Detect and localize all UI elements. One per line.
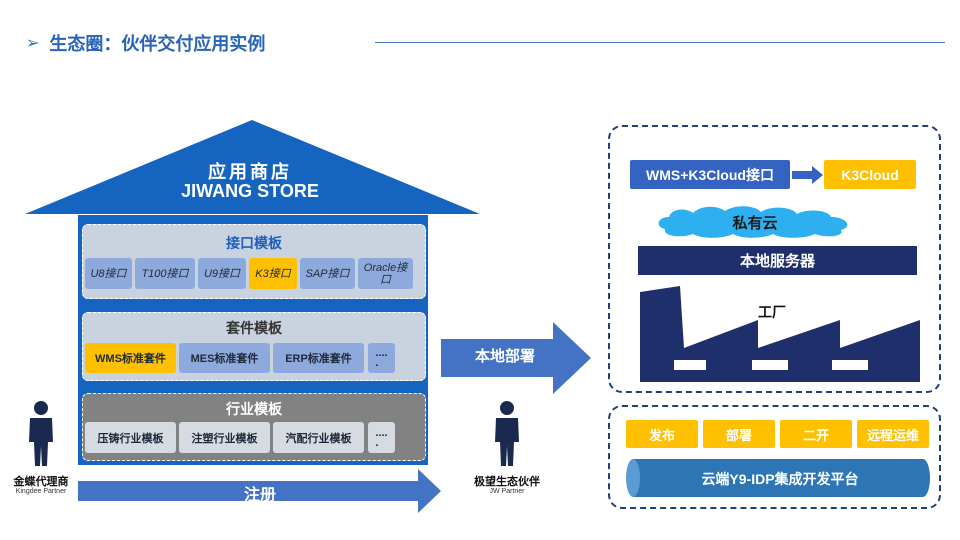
kingdee-partner-label: 金蝶代理商	[13, 476, 69, 488]
factory-label: 工厂	[758, 304, 786, 320]
local-server-box[interactable]: 本地服务器	[638, 246, 917, 275]
industry-chip-more[interactable]: .... .	[368, 422, 395, 453]
right-arrow-icon	[792, 166, 823, 184]
publish-button[interactable]: 发布	[626, 420, 698, 448]
interface-template-panel: 接口模板 U8接口 T100接口 U9接口 K3接口 SAP接口 Oracle接…	[82, 224, 426, 299]
suite-chip[interactable]: MES标准套件	[179, 343, 270, 373]
interface-chip[interactable]: Oracle接 口	[358, 258, 413, 289]
secondary-dev-button[interactable]: 二开	[780, 420, 852, 448]
platform-label: 云端Y9-IDP集成开发平台	[701, 471, 859, 487]
jw-partner-label: 极望生态伙伴	[474, 476, 540, 488]
industry-template-title: 行业模板	[226, 401, 282, 417]
deploy-button[interactable]: 部署	[703, 420, 775, 448]
suite-chip[interactable]: ERP标准套件	[273, 343, 364, 373]
jw-partner-person-icon	[495, 401, 519, 466]
register-arrow	[78, 469, 441, 513]
title-divider	[375, 42, 945, 43]
suite-chip-highlight[interactable]: WMS标准套件	[85, 343, 176, 373]
store-name-cn: 应用商店	[208, 162, 292, 182]
deploy-arrow	[441, 322, 591, 394]
kingdee-partner-person-icon	[29, 401, 53, 466]
interface-chip[interactable]: U8接口	[85, 258, 132, 289]
register-label: 注册	[243, 487, 276, 504]
local-deployment-box	[608, 125, 941, 393]
deploy-label: 本地部署	[474, 348, 535, 365]
k3cloud-box[interactable]: K3Cloud	[824, 160, 916, 189]
factory-icon	[640, 286, 920, 382]
slide-title-text: 生态圈：伙伴交付应用实例	[49, 34, 266, 54]
kingdee-partner-label-en: Kingdee Partner	[15, 488, 67, 495]
suite-template-panel: 套件模板 WMS标准套件 MES标准套件 ERP标准套件 .... .	[82, 312, 426, 381]
cloud-platform-box	[608, 405, 941, 509]
private-cloud-icon	[658, 206, 848, 238]
platform-cylinder	[626, 459, 930, 497]
industry-chip[interactable]: 汽配行业模板	[273, 422, 364, 453]
industry-chip[interactable]: 注塑行业模板	[179, 422, 270, 453]
slide-title: ➢ 生态圈：伙伴交付应用实例	[26, 30, 265, 56]
industry-chip[interactable]: 压铸行业模板	[85, 422, 176, 453]
wms-k3cloud-interface-box[interactable]: WMS+K3Cloud接口	[630, 160, 790, 189]
industry-template-panel: 行业模板 压铸行业模板 注塑行业模板 汽配行业模板 .... .	[82, 393, 426, 461]
jw-partner-label-en: JW Partner	[489, 488, 525, 495]
interface-chip[interactable]: U9接口	[198, 258, 246, 289]
interface-chip[interactable]: SAP接口	[300, 258, 355, 289]
interface-chip-highlight[interactable]: K3接口	[249, 258, 297, 289]
store-name-en: JIWANG STORE	[181, 181, 319, 201]
suite-chip-more[interactable]: .... .	[368, 343, 395, 373]
private-cloud-label: 私有云	[732, 215, 778, 232]
house-roof	[25, 120, 480, 214]
interface-template-title: 接口模板	[226, 235, 282, 251]
interface-chip[interactable]: T100接口	[135, 258, 195, 289]
remote-ops-button[interactable]: 远程运维	[857, 420, 929, 448]
suite-template-title: 套件模板	[226, 320, 282, 336]
bullet-arrow-icon: ➢	[26, 35, 40, 52]
